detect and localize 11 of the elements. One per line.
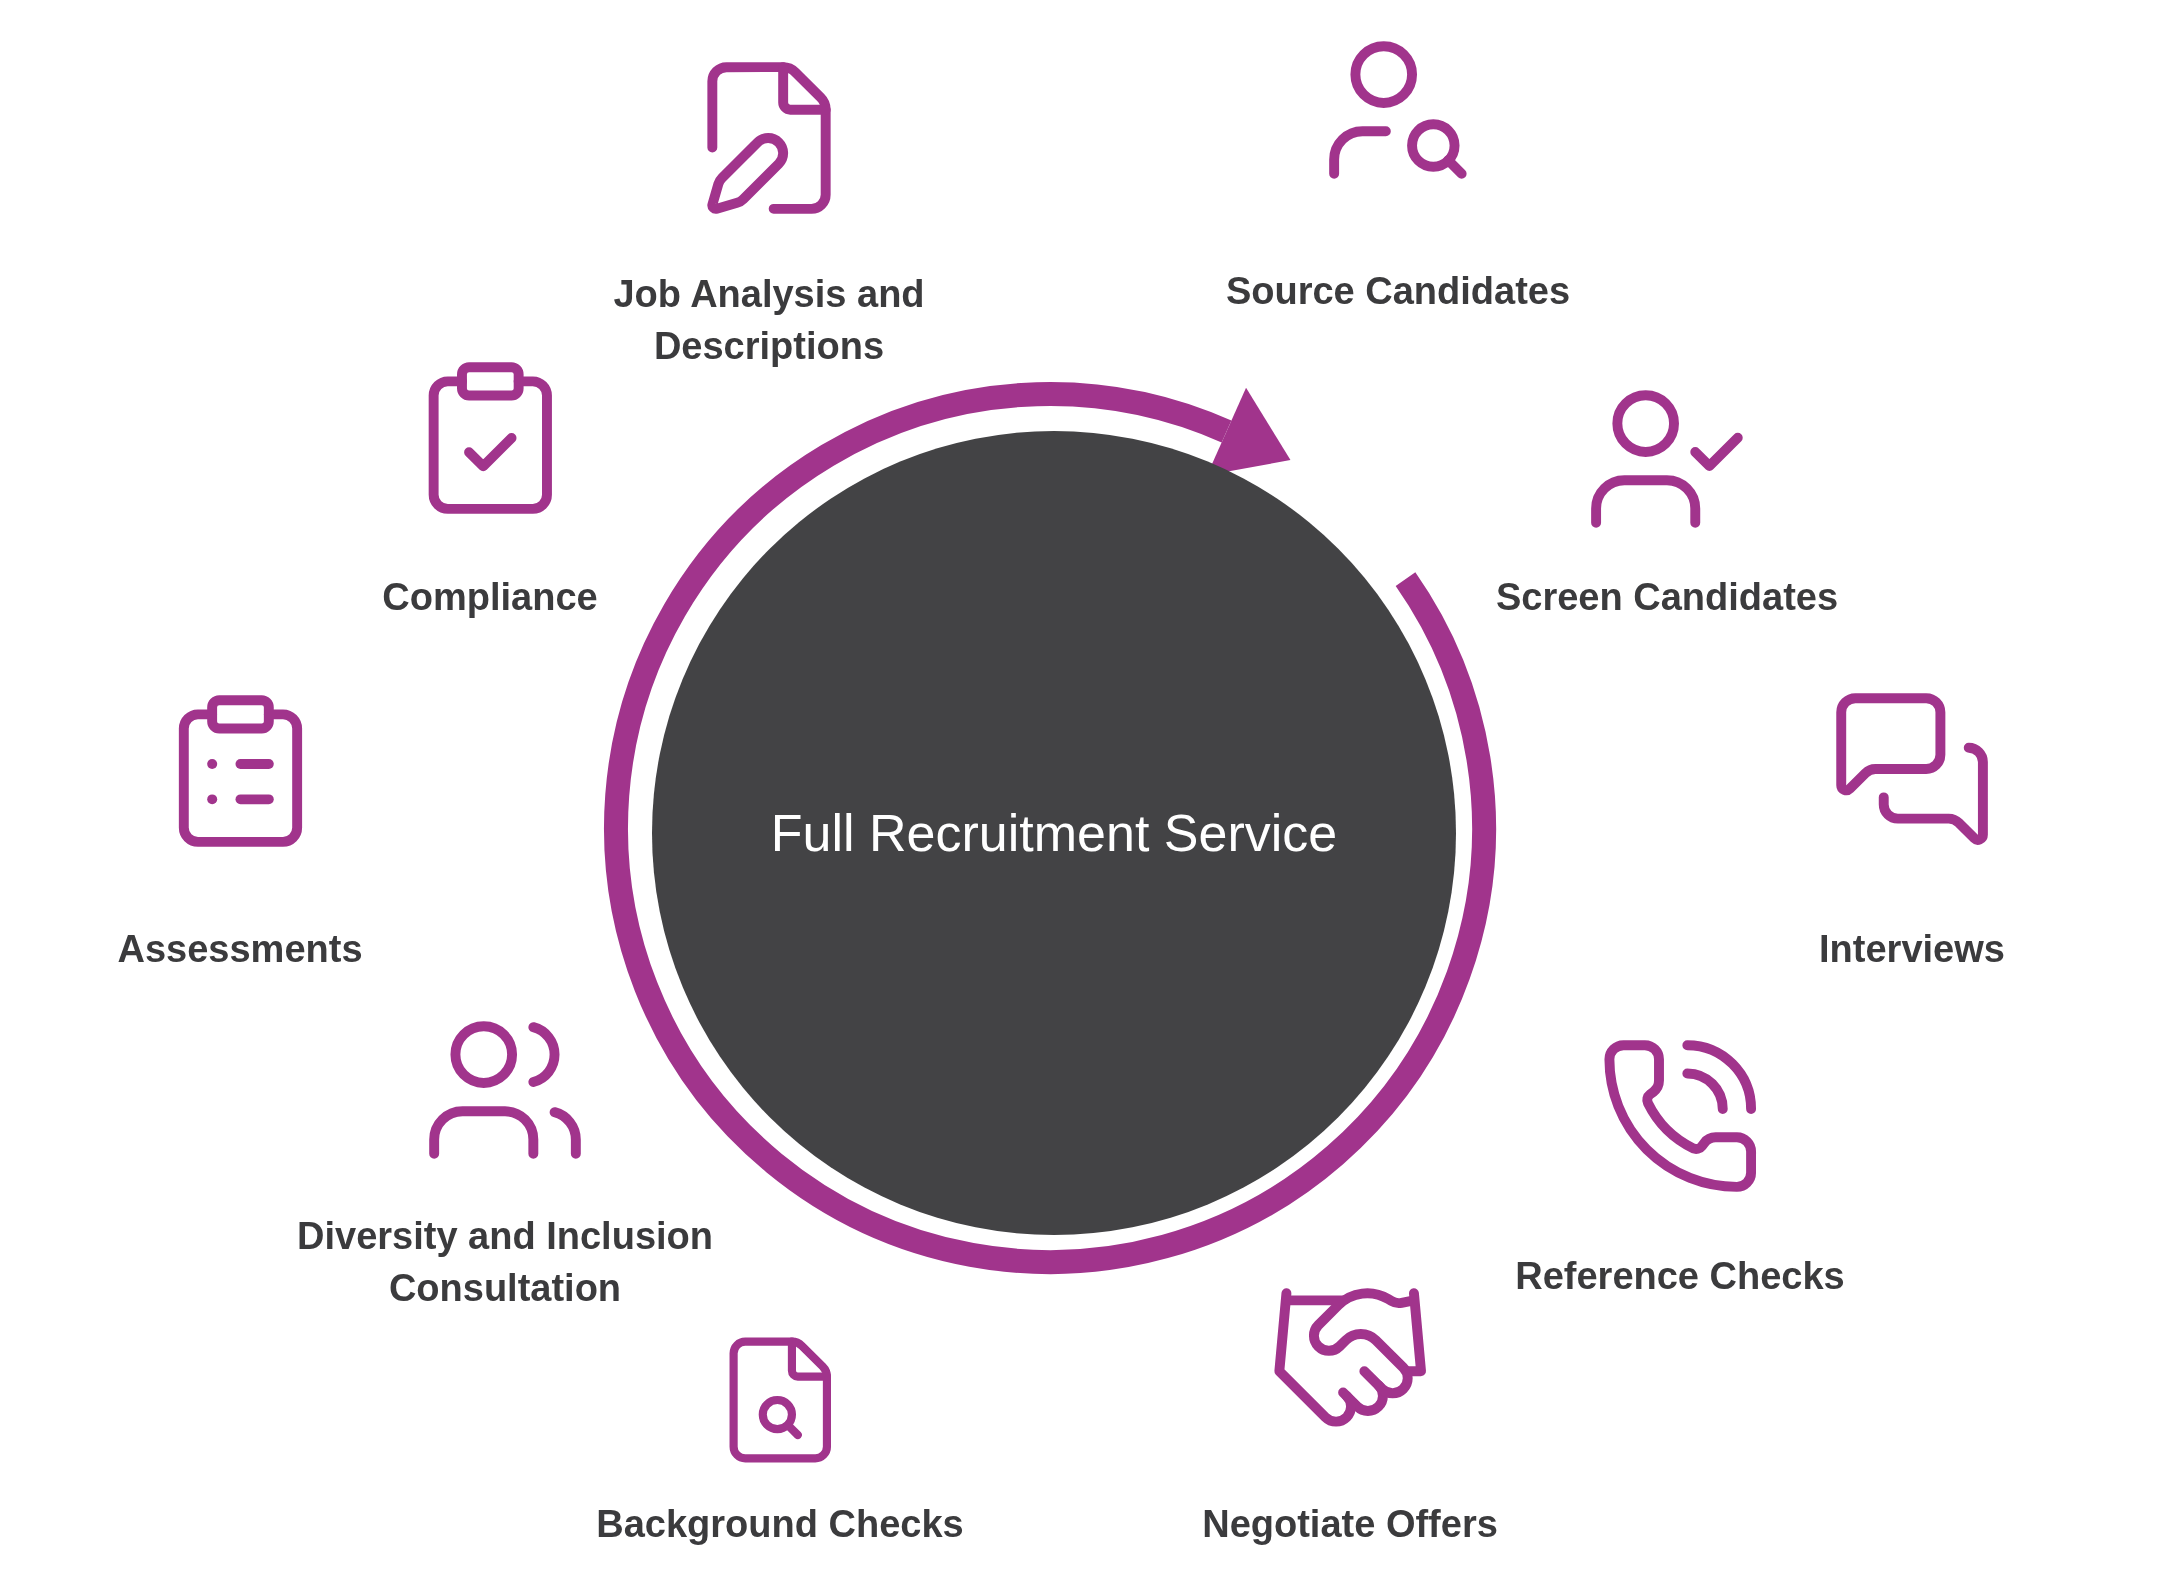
step-label: Interviews <box>1819 927 2005 972</box>
step-label: Diversity and Inclusion Consultation <box>296 1214 714 1311</box>
step-label: Background Checks <box>596 1502 964 1547</box>
step-label: Reference Checks <box>1515 1254 1845 1299</box>
step-label: Negotiate Offers <box>1202 1502 1498 1547</box>
step-label: Source Candidates <box>1225 269 1571 314</box>
center-title: Full Recruitment Service <box>770 803 1338 863</box>
step-label: Screen Candidates <box>1495 575 1839 620</box>
step-label: Compliance <box>382 575 598 620</box>
step-label: Assessments <box>117 927 363 972</box>
step-label: Job Analysis and Descriptions <box>612 272 926 369</box>
